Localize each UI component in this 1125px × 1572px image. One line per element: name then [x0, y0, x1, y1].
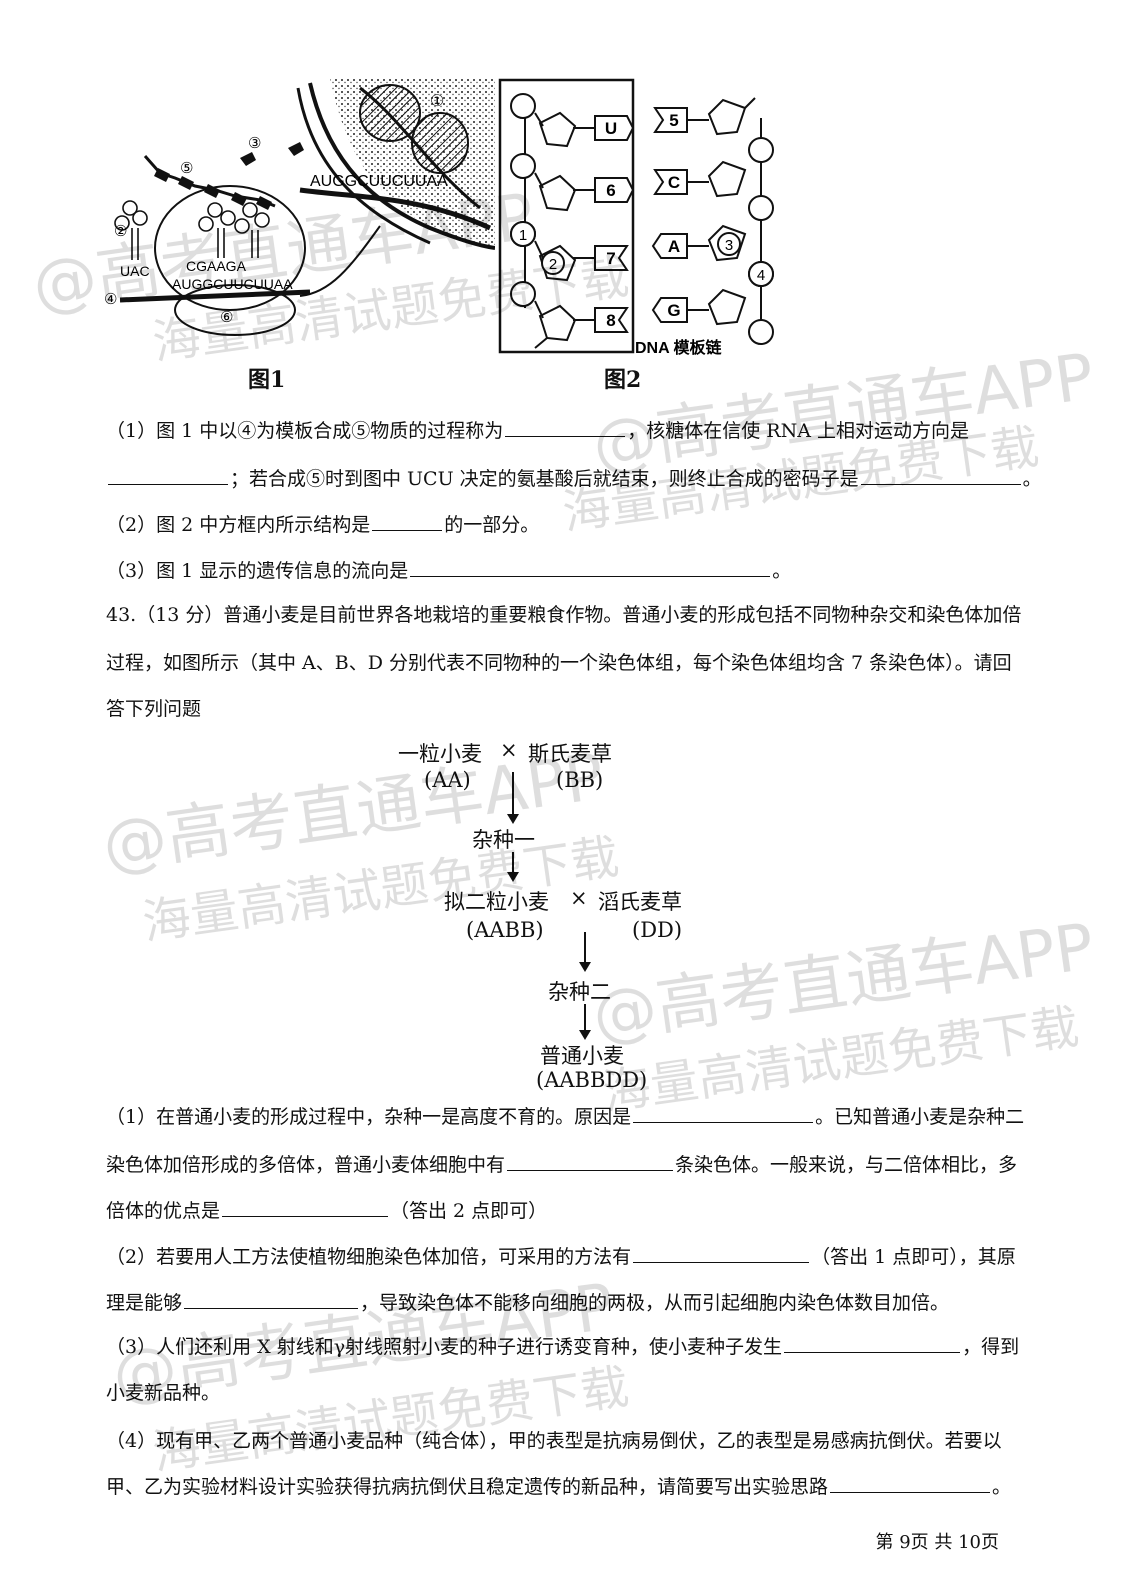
- flow-parent1-left: 一粒小麦: [398, 742, 482, 766]
- page-footer: 第 9页 共 10页: [875, 1532, 999, 1553]
- right-number-3: 3: [725, 237, 733, 254]
- flow-arrow-2: [507, 852, 519, 882]
- figure-2-diagram: U 6 7 8 1 2 5 C A G 3 4 DNA 模板链: [498, 78, 774, 357]
- answer-blank-direction[interactable]: [108, 466, 228, 485]
- base-left-3: 7: [606, 249, 615, 268]
- flow-arrow-3: [579, 932, 591, 972]
- q42-part1-line1: （1）图 1 中以④为模板合成⑤物质的过程称为，核糖体在信使 RNA 上相对运动…: [106, 418, 969, 442]
- label-circled-3: ③: [248, 134, 261, 152]
- answer-blank-doubling-method[interactable]: [633, 1244, 810, 1263]
- watermark-line2: 海量高清试题免费下载: [599, 998, 1083, 1122]
- flow-genome1-right: (BB): [556, 768, 604, 792]
- flow-cross1: ×: [500, 738, 518, 762]
- label-circled-1: ①: [430, 91, 444, 110]
- base-right-4: G: [667, 301, 680, 320]
- label-circled-6: ⑥: [220, 308, 233, 326]
- base-left-2: 6: [606, 181, 615, 200]
- label-circled-5: ⑤: [180, 159, 193, 177]
- flow-arrow-1: [507, 772, 519, 824]
- q43-intro-line1: 43.（13 分）普通小麦是目前世界各地栽培的重要粮食作物。普通小麦的形成包括不…: [106, 604, 1022, 626]
- answer-blank-translation[interactable]: [505, 418, 626, 437]
- answer-blank-mutation[interactable]: [784, 1334, 961, 1353]
- dna-template-label: DNA 模板链: [635, 338, 723, 357]
- flow-genome2-left: (AABB): [466, 918, 544, 942]
- q43-sub3-line2: 小麦新品种。: [106, 1382, 221, 1404]
- answer-blank-sterility-reason[interactable]: [633, 1104, 814, 1123]
- left-number-2: 2: [549, 256, 557, 273]
- answer-blank-experiment-idea[interactable]: [830, 1474, 991, 1493]
- answer-blank-info-flow[interactable]: [410, 558, 771, 577]
- flow-final-wheat: 普通小麦: [540, 1044, 624, 1068]
- q43-sub1-line1: （1）在普通小麦的形成过程中，杂种一是高度不育的。原因是。已知普通小麦是杂种二: [106, 1104, 1025, 1128]
- anticodon-uac: UAC: [120, 263, 150, 279]
- label-circled-4: ④: [104, 290, 117, 308]
- flow-parent1-right: 斯氏麦草: [528, 742, 612, 766]
- left-number-1: 1: [519, 227, 527, 244]
- base-left-1: U: [605, 119, 617, 138]
- answer-blank-chromosome-count[interactable]: [507, 1152, 674, 1171]
- q42-part2: （2）图 2 中方框内所示结构是的一部分。: [106, 512, 540, 536]
- label-circled-2: ②: [114, 222, 127, 240]
- watermark-line2: 海量高清试题免费下载: [149, 1358, 633, 1482]
- flow-genome2-right: (DD): [632, 918, 683, 942]
- q43-sub4-line2: 甲、乙为实验材料设计实验获得抗病抗倒伏且稳定遗传的新品种，请简要写出实验思路。: [106, 1474, 1012, 1498]
- answer-blank-principle[interactable]: [184, 1290, 359, 1309]
- flow-hybrid1: 杂种一: [472, 828, 535, 852]
- q43-intro-line2: 过程，如图所示（其中 A、B、D 分别代表不同物种的一个染色体组，每个染色体组均…: [106, 652, 1012, 674]
- flow-parent2-left: 拟二粒小麦: [444, 890, 549, 914]
- figure-2-caption: 图2: [604, 367, 642, 393]
- right-number-4: 4: [757, 267, 765, 284]
- mrna-sequence-top: AUGGCUUCUUAA: [310, 173, 448, 190]
- figure-1-diagram: ① AUGGCUUCUUAA AUGGCUUCUUAA CGAAGA UAC ⑤…: [104, 78, 495, 336]
- figure-1-caption: 图1: [248, 367, 286, 393]
- base-right-2: C: [668, 173, 680, 192]
- flow-cross2: ×: [570, 886, 588, 910]
- q43-intro-line3: 答下列问题: [106, 698, 202, 720]
- q43-sub4-line1: （4）现有甲、乙两个普通小麦品种（纯合体），甲的表型是抗病易倒伏，乙的表型是易感…: [106, 1430, 1002, 1452]
- base-right-3: A: [668, 237, 680, 256]
- q43-sub2-line1: （2）若要用人工方法使植物细胞染色体加倍，可采用的方法有（答出 1 点即可），其…: [106, 1244, 1016, 1268]
- answer-blank-stop-codon[interactable]: [860, 466, 1021, 485]
- q43-sub1-line2: 染色体加倍形成的多倍体，普通小麦体细胞中有条染色体。一般来说，与二倍体相比，多: [106, 1152, 1018, 1176]
- flow-parent2-right: 滔氏麦草: [598, 890, 682, 914]
- flow-genome1-left: (AA): [424, 768, 471, 792]
- q43-sub1-line3: 倍体的优点是（答出 2 点即可）: [106, 1198, 548, 1222]
- base-left-4: 8: [606, 311, 615, 330]
- q42-part1-line2: ；若合成⑤时到图中 UCU 决定的氨基酸后就结束，则终止合成的密码子是。: [106, 466, 1042, 492]
- base-right-1: 5: [669, 111, 678, 130]
- q42-part3: （3）图 1 显示的遗传信息的流向是。: [106, 558, 792, 582]
- mrna-sequence-bottom: AUGGCUUCUUAA: [172, 276, 293, 292]
- flow-arrow-4: [579, 1004, 591, 1040]
- anticodon-cgaaga: CGAAGA: [186, 258, 247, 274]
- q43-sub2-line2: 理是能够，导致染色体不能移向细胞的两极，从而引起细胞内染色体数目加倍。: [106, 1290, 950, 1314]
- flow-hybrid2: 杂种二: [548, 980, 611, 1004]
- answer-blank-structure[interactable]: [372, 512, 443, 531]
- q43-sub3-line1: （3）人们还利用 X 射线和γ射线照射小麦的种子进行诱变育种，使小麦种子发生，得…: [106, 1334, 1020, 1358]
- watermark-line2: 海量高清试题免费下载: [139, 828, 623, 952]
- flow-final-genome: (AABBDD): [536, 1068, 648, 1092]
- answer-blank-polyploid-advantage[interactable]: [222, 1198, 389, 1217]
